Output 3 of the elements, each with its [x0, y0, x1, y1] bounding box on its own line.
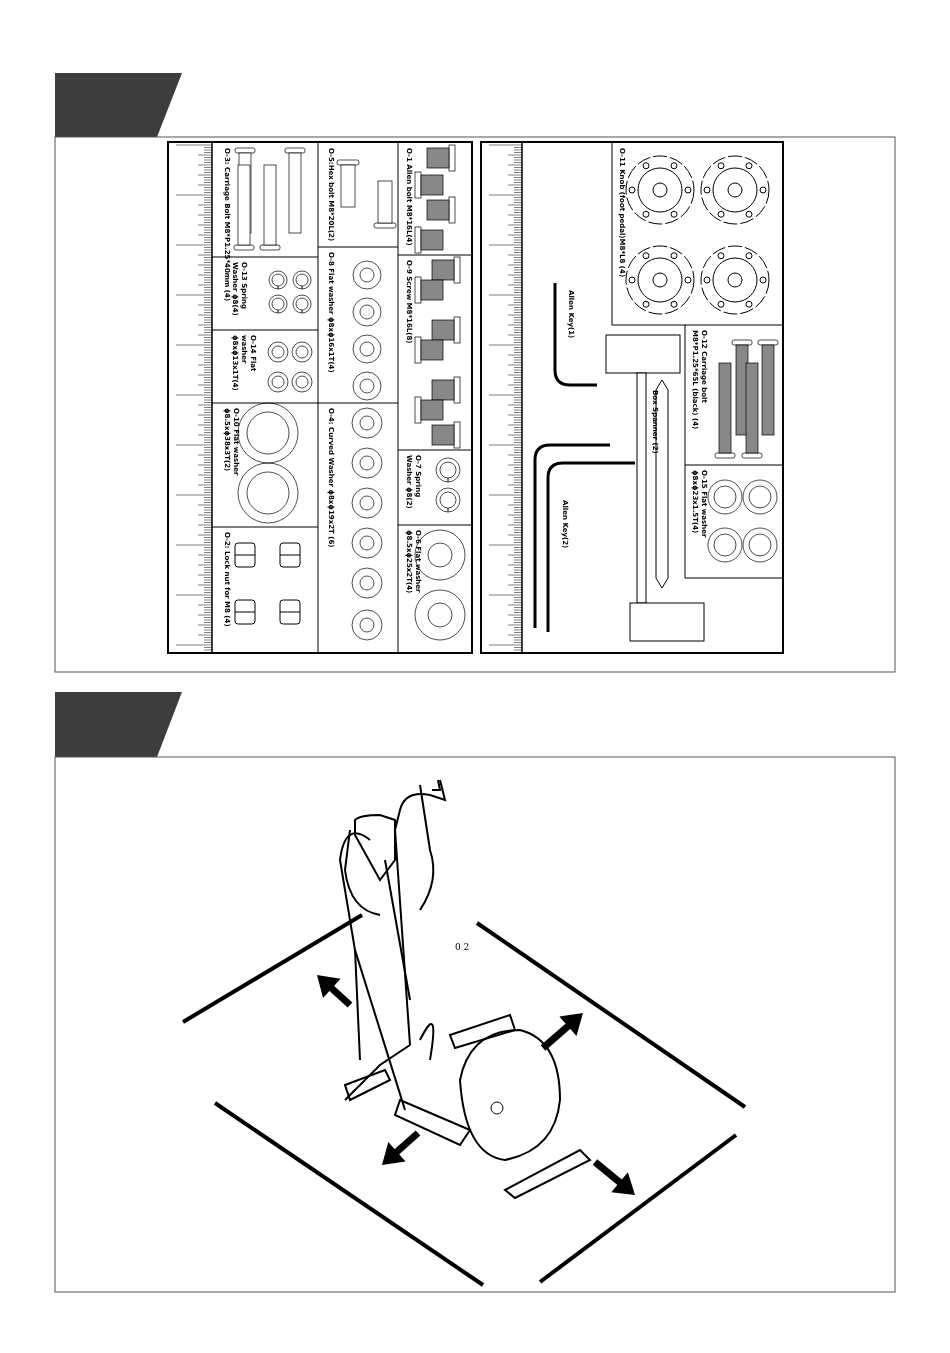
part-number: 0 2 [455, 942, 470, 952]
step-tab [55, 692, 182, 757]
step-tab [55, 73, 182, 137]
